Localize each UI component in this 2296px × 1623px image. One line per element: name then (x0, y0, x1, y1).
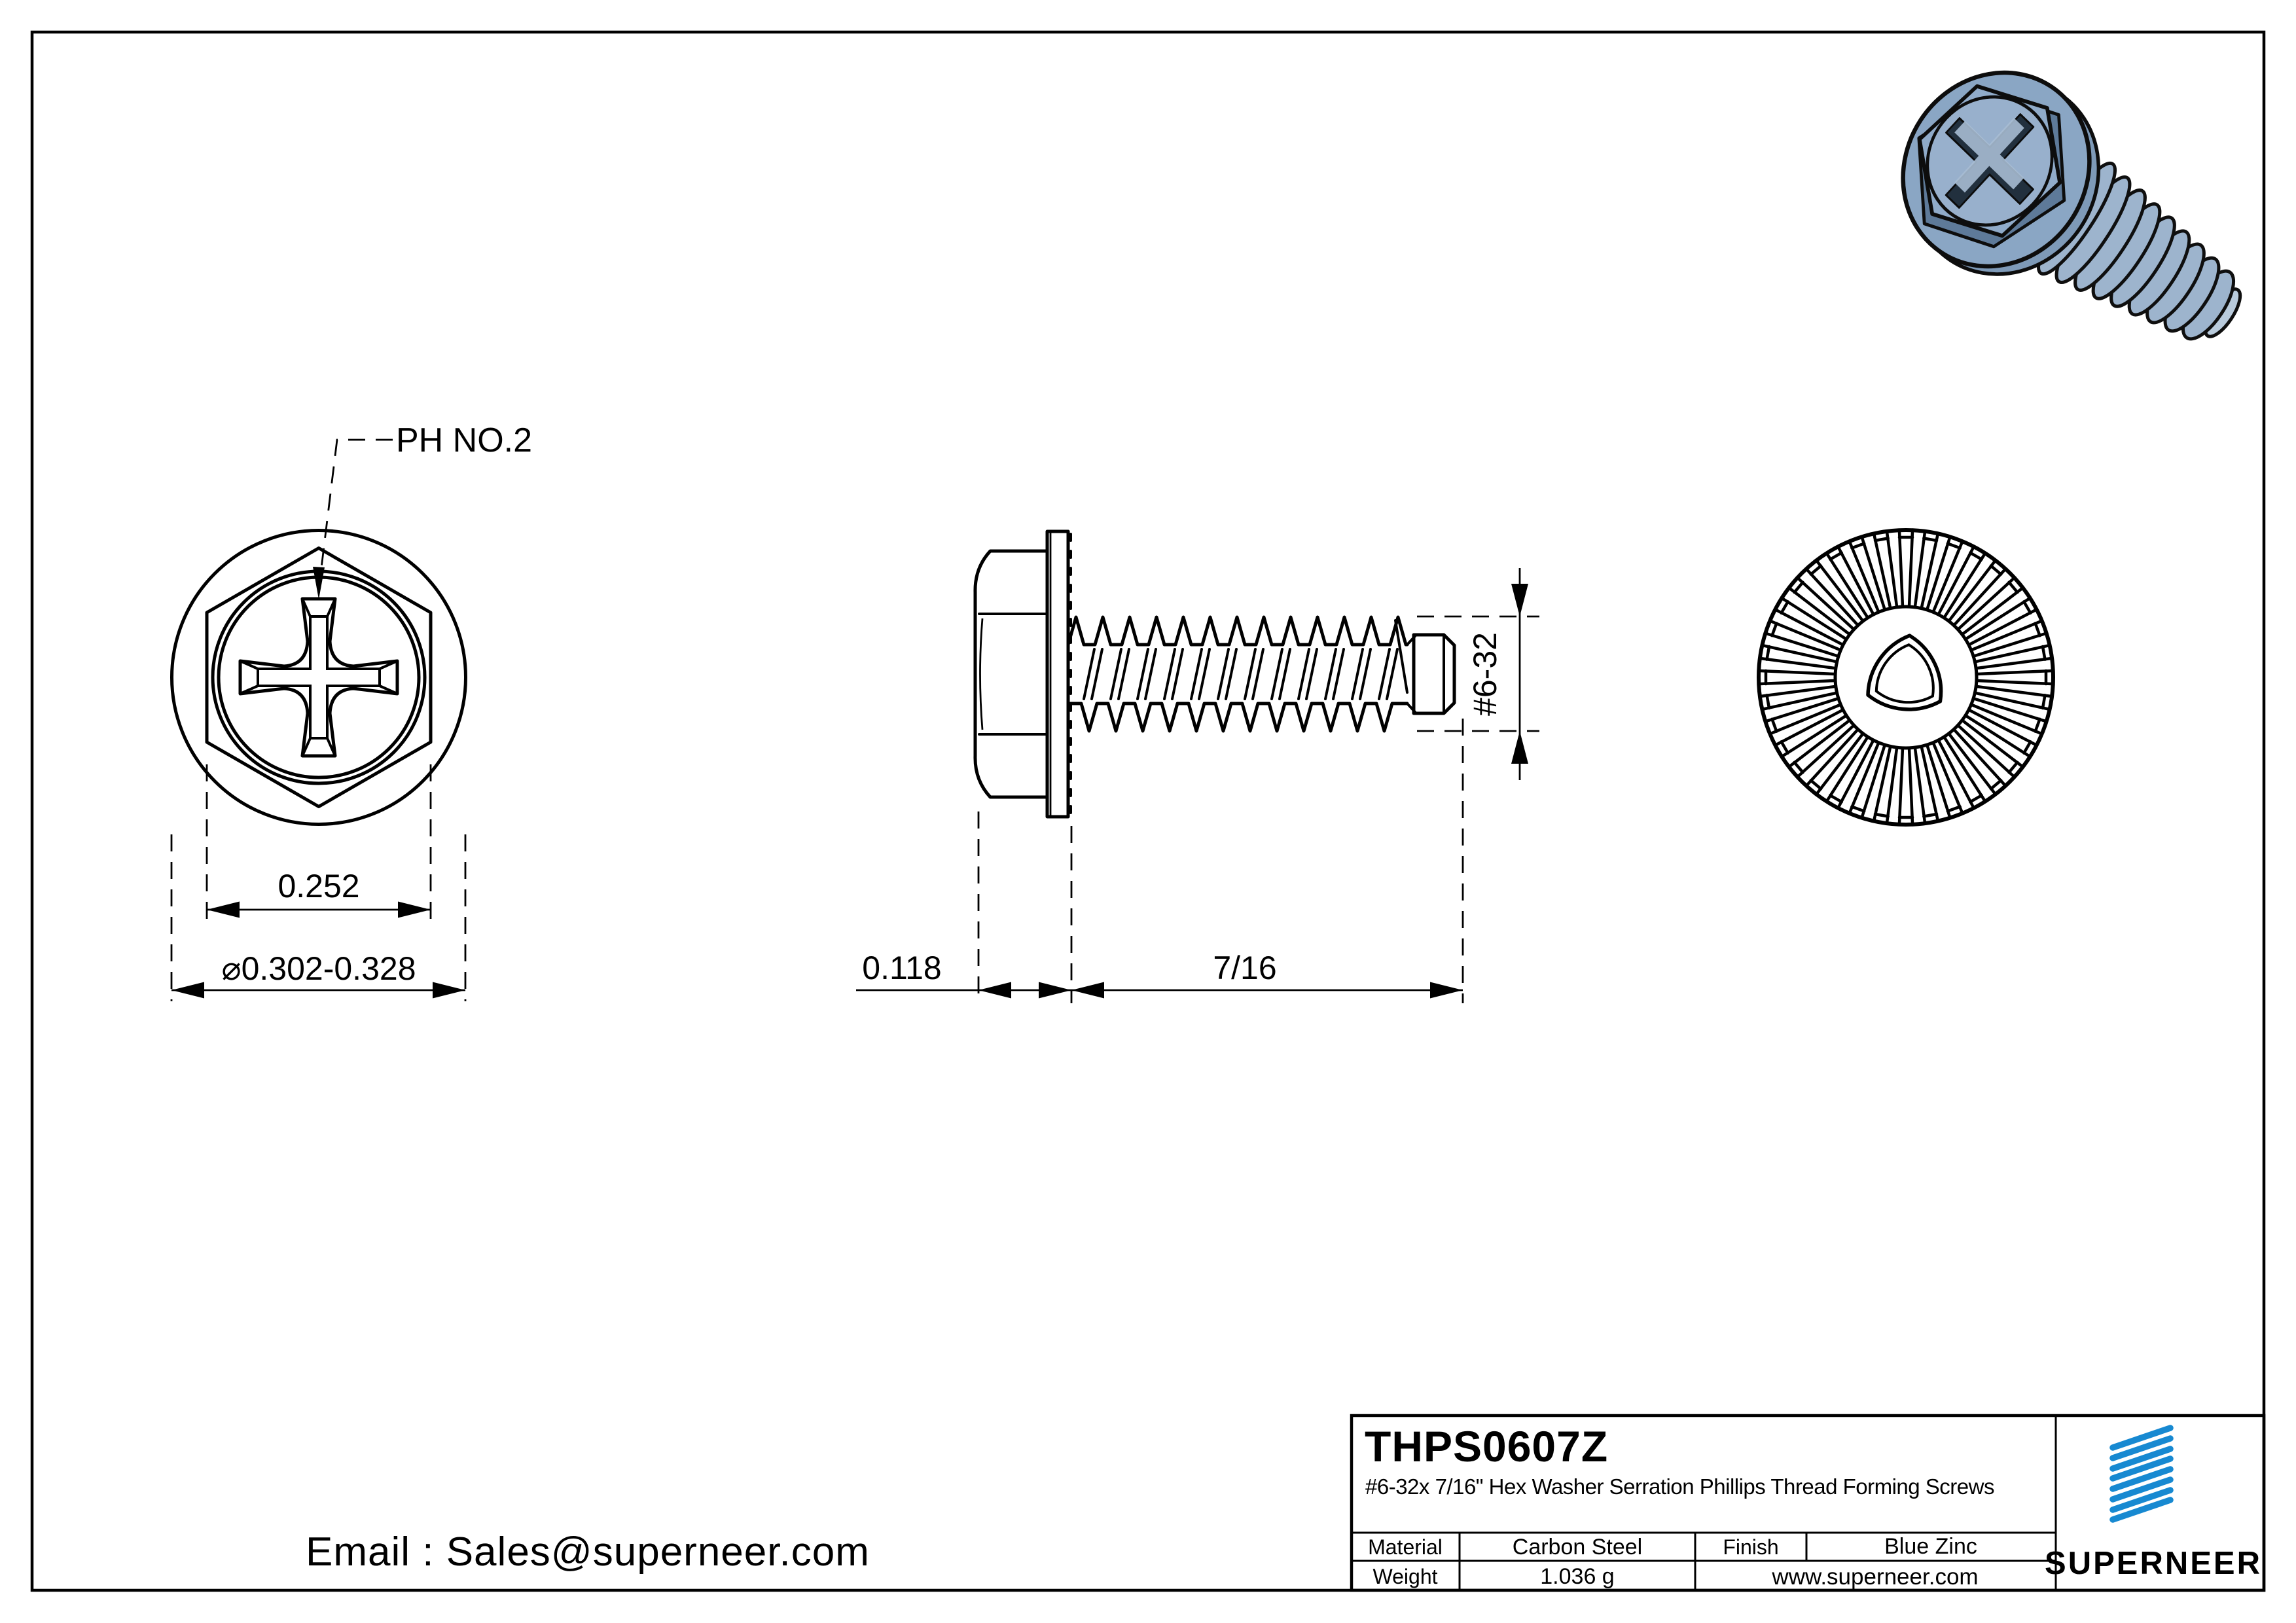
part-number: THPS0607Z (1365, 1422, 1608, 1471)
ph-callout-label: PH NO.2 (396, 421, 532, 459)
phillips-recess-outline (238, 597, 399, 758)
thread-size-label: #6-32 (1467, 632, 1503, 716)
pilot-point-outline (1412, 633, 1456, 715)
email-text: Email : Sales@superneer.com (306, 1529, 870, 1575)
washer-side-outline (1045, 529, 1070, 819)
head-side-outline (973, 549, 1049, 799)
thread-flank-lines (1083, 648, 1399, 700)
material-value: Carbon Steel (1513, 1535, 1642, 1560)
length-dim-label: 7/16 (1213, 950, 1276, 986)
finish-label: Finish (1723, 1535, 1778, 1559)
root-step (1406, 635, 1416, 646)
dim-arrow (1511, 584, 1528, 616)
title-block: THPS0607Z #6-32x 7/16" Hex Washer Serrat… (1350, 1414, 2266, 1592)
diameter-dim-label: ⌀0.302-0.328 (222, 950, 416, 987)
thread-crest-top (1066, 615, 1409, 647)
dim-arrow (978, 982, 1011, 999)
dim-arrow (1039, 982, 1071, 999)
washer-outline (170, 529, 467, 826)
head-crown-inner (217, 575, 421, 779)
weight-label: Weight (1372, 1565, 1437, 1588)
render-3d (1901, 70, 2242, 341)
dim-arrow (171, 982, 204, 999)
thread-crest-bottom (1066, 702, 1409, 733)
side-view: 0.118 7/16 #6-32 (856, 529, 1539, 1003)
serration-teeth (1760, 531, 2052, 823)
sheet-border (30, 30, 2266, 1592)
leader-arrowhead (313, 567, 325, 599)
washer-outline (1757, 528, 2055, 827)
hex-head-3d (1917, 84, 2066, 249)
website-link[interactable]: www.superneer.com (1771, 1564, 1978, 1590)
finish-value: Blue Zinc (1884, 1534, 1977, 1559)
title-block-frame (1350, 1414, 2266, 1592)
phillips-recess-inner (257, 615, 381, 740)
callout-leader (319, 438, 393, 579)
trilobe-hole-inner (1874, 643, 1935, 704)
hex-outline (205, 546, 433, 808)
phillips-flank-lines (239, 597, 399, 757)
root-step (1406, 702, 1416, 713)
facet-curve (979, 618, 984, 730)
superneer-logo-icon (2109, 1425, 2174, 1523)
hub-circle (1833, 605, 1979, 750)
dim-arrow (1071, 982, 1104, 999)
head-height-dim-label: 0.118 (862, 950, 941, 986)
dim-arrow (207, 901, 240, 918)
head-crown-outer (211, 569, 427, 785)
trilobe-hole-outer (1866, 633, 1943, 711)
material-label: Material (1368, 1535, 1443, 1559)
front-view: PH NO.2 0.252 ⌀0.302-0.328 (170, 421, 532, 1001)
weight-value: 1.036 g (1540, 1564, 1614, 1589)
dim-arrow (1430, 982, 1463, 999)
dim-arrow (433, 982, 465, 999)
dim-arrow (1511, 731, 1528, 764)
thread-runout-line (1394, 619, 1408, 694)
part-description: #6-32x 7/16" Hex Washer Serration Philli… (1365, 1474, 1994, 1499)
brand-name: SUPERNEER (2045, 1546, 2262, 1581)
phillips-recess-3d (1945, 113, 2035, 209)
bottom-view (1757, 528, 2055, 827)
width-dim-label: 0.252 (278, 868, 359, 904)
dim-arrow (398, 901, 431, 918)
